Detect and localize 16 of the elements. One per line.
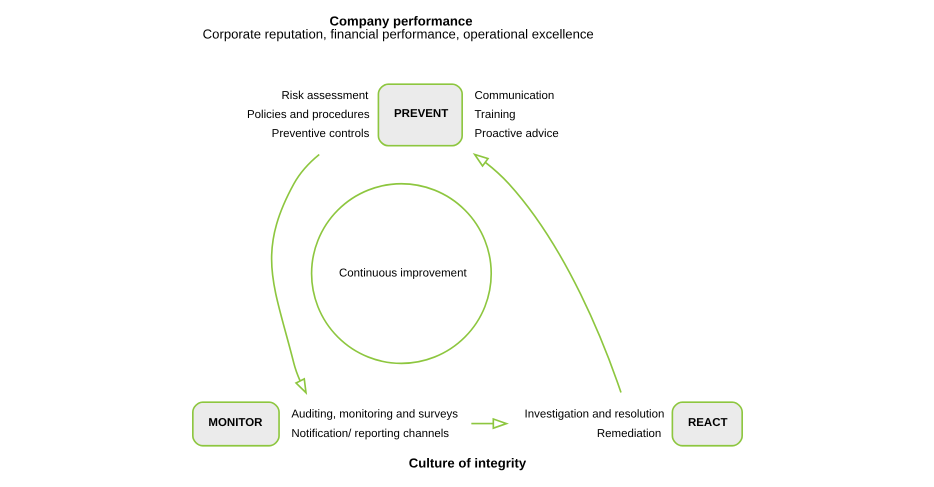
node-label: Preventive controls bbox=[271, 127, 369, 140]
node-label: Investigation and resolution bbox=[524, 408, 664, 420]
node-label: Remediation bbox=[596, 427, 661, 440]
node-label: Policies and procedures bbox=[246, 108, 370, 120]
node-label: Notification/ reporting channels bbox=[290, 427, 449, 440]
arrow bbox=[470, 417, 508, 429]
diagram-title: Company performance bbox=[329, 12, 472, 28]
arrow bbox=[472, 152, 622, 392]
arrow bbox=[270, 153, 320, 394]
node-label: Risk assessment bbox=[281, 90, 368, 102]
node-label: Auditing, monitoring and surveys bbox=[290, 408, 458, 420]
node-label: Proactive advice bbox=[474, 127, 558, 140]
node-label: Communication bbox=[474, 90, 554, 102]
node-circle: Continuous improvement bbox=[310, 182, 492, 364]
node-label: Training bbox=[474, 108, 516, 120]
caption: Culture of integrity bbox=[408, 454, 526, 470]
